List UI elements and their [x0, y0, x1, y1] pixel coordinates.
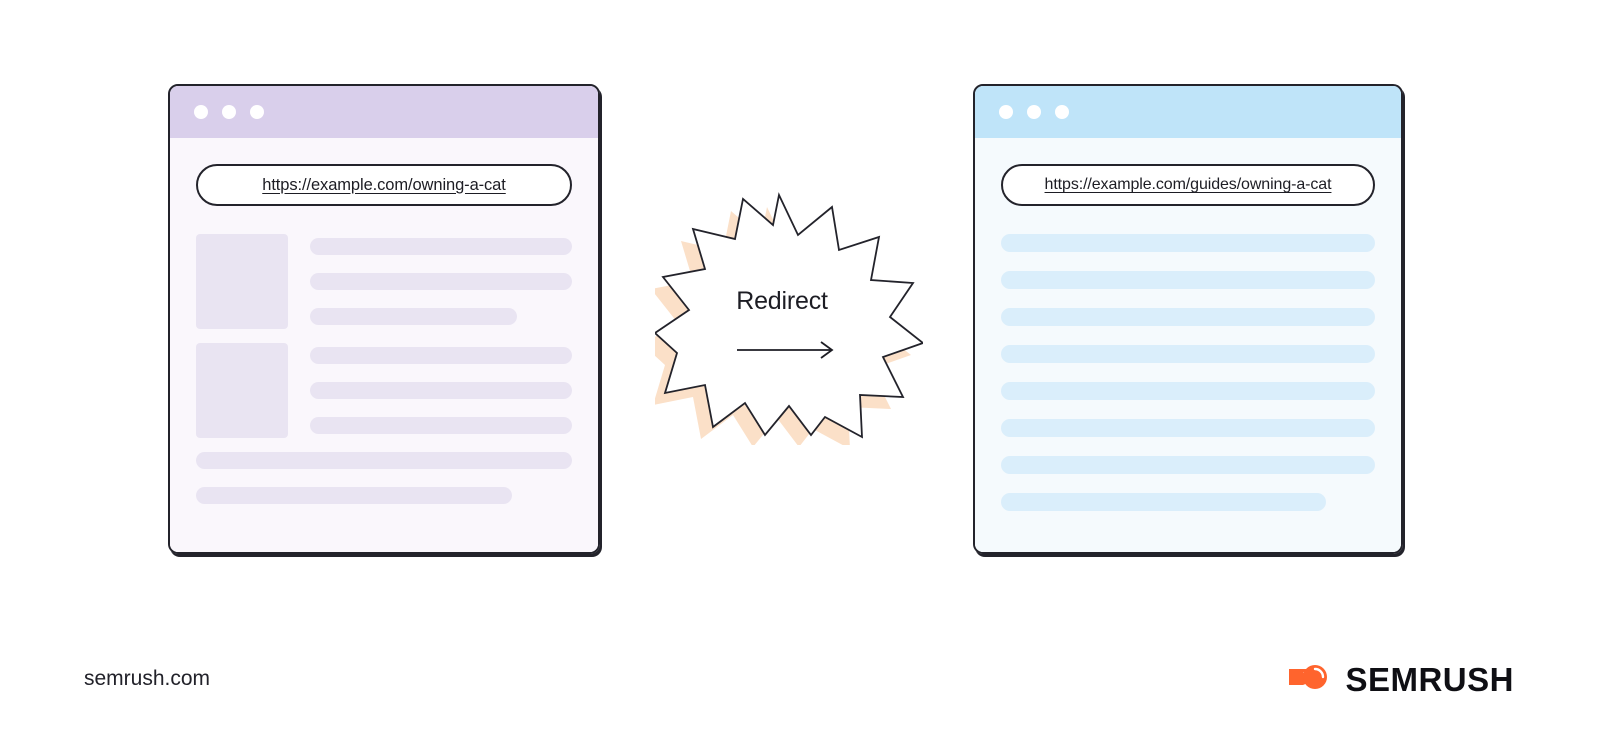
- semrush-brand: SEMRUSH: [1289, 660, 1514, 699]
- text-line-placeholder: [1001, 419, 1375, 437]
- text-line-placeholder: [1001, 493, 1327, 511]
- arrow-right-icon: [737, 341, 834, 359]
- traffic-light-dot-minimize-icon: [1027, 105, 1041, 119]
- redirect-target-window: https://example.com/guides/owning-a-cat: [973, 84, 1403, 554]
- redirect-badge: Redirect: [655, 185, 923, 445]
- traffic-light-dot-maximize-icon: [1055, 105, 1069, 119]
- text-line-placeholder: [310, 382, 572, 399]
- content-group: [196, 234, 572, 329]
- redirect-label: Redirect: [736, 287, 828, 315]
- address-bar[interactable]: https://example.com/owning-a-cat: [196, 164, 572, 206]
- footer-site-url: semrush.com: [84, 667, 211, 690]
- text-line-placeholder: [1001, 345, 1375, 363]
- window-titlebar: [975, 86, 1401, 138]
- text-line-placeholder: [310, 238, 572, 255]
- window-body: https://example.com/guides/owning-a-cat: [975, 138, 1401, 552]
- traffic-light-dot-close-icon: [999, 105, 1013, 119]
- image-placeholder: [196, 343, 288, 438]
- text-line-placeholder: [1001, 271, 1375, 289]
- text-line-placeholder: [1001, 456, 1375, 474]
- starburst-outline: [655, 192, 923, 439]
- text-line-group: [1001, 234, 1375, 511]
- text-line-placeholder: [1001, 234, 1375, 252]
- text-line-placeholder: [310, 347, 572, 364]
- address-bar-url: https://example.com/guides/owning-a-cat: [1044, 176, 1332, 193]
- traffic-light-dot-minimize-icon: [222, 105, 236, 119]
- text-line-group: [310, 234, 572, 329]
- window-titlebar: [170, 86, 598, 138]
- traffic-light-dot-close-icon: [194, 105, 208, 119]
- text-line-placeholder: [1001, 308, 1375, 326]
- text-line-placeholder: [310, 417, 572, 434]
- address-bar-url: https://example.com/owning-a-cat: [262, 175, 506, 194]
- text-line-placeholder: [310, 273, 572, 290]
- bottom-text-line-group: [196, 452, 572, 504]
- semrush-wordmark: SEMRUSH: [1345, 660, 1514, 698]
- text-line-placeholder: [196, 452, 572, 469]
- address-bar[interactable]: https://example.com/guides/owning-a-cat: [1001, 164, 1375, 206]
- text-line-placeholder: [310, 308, 517, 325]
- content-group: [196, 343, 572, 438]
- original-url-window: https://example.com/owning-a-cat: [168, 84, 600, 554]
- semrush-comet-icon: [1289, 660, 1331, 699]
- text-line-group: [310, 343, 572, 438]
- window-body: https://example.com/owning-a-cat: [170, 138, 598, 552]
- image-placeholder: [196, 234, 288, 329]
- traffic-light-dot-maximize-icon: [250, 105, 264, 119]
- text-line-placeholder: [196, 487, 512, 504]
- text-line-placeholder: [1001, 382, 1375, 400]
